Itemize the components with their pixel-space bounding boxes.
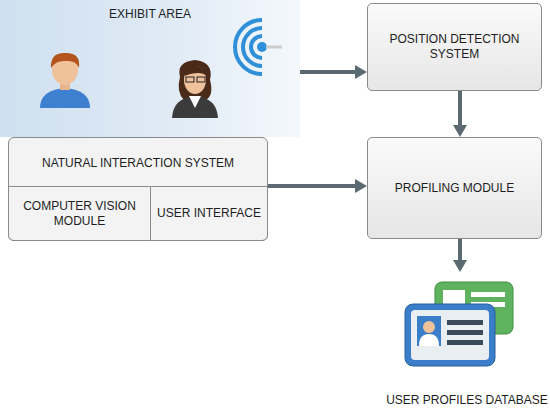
process-box: POSITION DETECTION SYSTEM	[367, 3, 542, 91]
node-label: PROFILING MODULE	[395, 181, 514, 196]
exhibit-area: EXHIBIT AREA	[0, 0, 300, 137]
photo-frame	[417, 316, 441, 346]
visitor-icon	[172, 60, 218, 118]
hair-shape	[179, 60, 212, 100]
profile-cards-illustration	[385, 272, 535, 377]
photo-body	[419, 334, 439, 346]
wave-arc	[251, 36, 262, 58]
database-icon: USER PROFILES DATABASE	[385, 272, 549, 410]
wave-arc	[235, 20, 262, 74]
arrow-head	[453, 260, 467, 272]
glasses-shape	[197, 77, 205, 82]
module-box: COMPUTER VISION MODULE	[8, 186, 151, 241]
flow-arrow	[268, 179, 367, 193]
node-label: EXHIBIT AREA	[109, 7, 191, 22]
arrow-shaft	[268, 184, 357, 188]
arrow-head	[453, 125, 467, 137]
flow-arrow	[453, 239, 467, 272]
fringe-shape	[184, 65, 207, 76]
card-line	[447, 330, 483, 335]
node-label: USER INTERFACE	[157, 206, 261, 221]
card-face	[411, 310, 489, 360]
sensor-bar	[266, 46, 282, 49]
module-box: USER INTERFACE	[150, 186, 268, 241]
flow-arrow	[453, 91, 467, 137]
glasses-shape	[186, 77, 194, 82]
sensor-dot	[257, 42, 267, 52]
collar-shape	[189, 96, 201, 108]
card-line	[471, 292, 505, 297]
card-shape	[405, 304, 495, 366]
arrow-shaft	[458, 239, 462, 262]
node-label: COMPUTER VISION MODULE	[15, 199, 144, 229]
head-shape	[184, 66, 206, 94]
card-line	[447, 320, 483, 325]
node-label: POSITION DETECTION SYSTEM	[376, 32, 533, 62]
arrow-shaft	[300, 70, 357, 74]
process-box: PROFILING MODULE	[367, 137, 542, 239]
node-label: NATURAL INTERACTION SYSTEM	[42, 156, 234, 171]
card-line	[447, 340, 483, 345]
flow-arrow	[300, 65, 367, 79]
photo-head	[423, 321, 435, 333]
node-label: USER PROFILES DATABASE	[386, 393, 548, 408]
sensor-icon	[235, 20, 282, 74]
body-shape	[172, 96, 218, 118]
system-box: NATURAL INTERACTION SYSTEM COMPUTER VISIO…	[8, 137, 268, 241]
hair-shape	[51, 53, 79, 68]
arrow-head	[355, 179, 367, 193]
wave-arc	[243, 28, 262, 66]
visitor-icon	[40, 53, 90, 108]
body-shape	[40, 88, 90, 108]
arrow-shaft	[458, 91, 462, 127]
arrow-head	[355, 65, 367, 79]
